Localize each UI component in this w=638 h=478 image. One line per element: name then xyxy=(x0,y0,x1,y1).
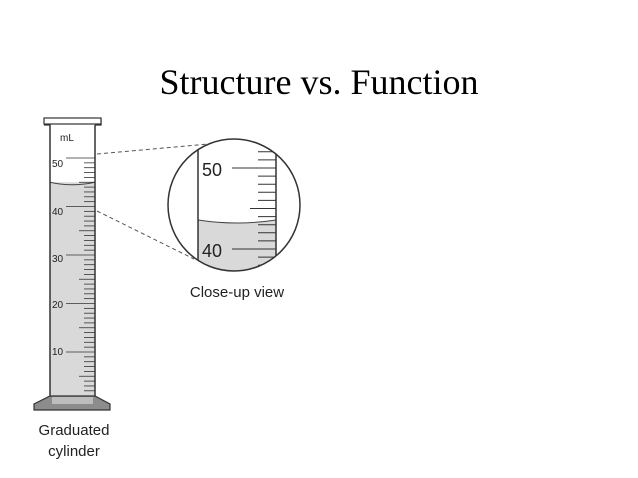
cylinder-tick-label-10: 10 xyxy=(52,347,64,358)
graduated-cylinder: mL 50 40 30 20 10 xyxy=(33,117,111,411)
cylinder-tick-label-40: 40 xyxy=(52,207,64,218)
closeup-meniscus xyxy=(197,219,277,224)
cylinder-caption-line1: Graduated xyxy=(39,422,110,439)
cylinder-rim-top xyxy=(43,117,102,125)
closeup-tick-label-40: 40 xyxy=(202,241,222,261)
closeup-liquid xyxy=(198,220,276,271)
closeup-circle-outline xyxy=(167,138,301,272)
closeup-tick-label-50: 50 xyxy=(202,160,222,180)
cylinder-ticks xyxy=(66,157,95,392)
cylinder-tick-label-20: 20 xyxy=(52,300,64,311)
closeup-view: 50 40 xyxy=(167,138,301,272)
cylinder-tick-label-30: 30 xyxy=(52,254,64,265)
closeup-caption: Close-up view xyxy=(190,284,284,301)
cylinder-caption-line2: cylinder xyxy=(48,443,100,460)
cylinder-meniscus xyxy=(49,181,96,186)
cylinder-tick-label-50: 50 xyxy=(52,159,64,170)
cylinder-unit-label: mL xyxy=(60,133,74,144)
slide-title: Structure vs. Function xyxy=(159,62,479,102)
cylinder-base-shadow xyxy=(52,397,93,404)
